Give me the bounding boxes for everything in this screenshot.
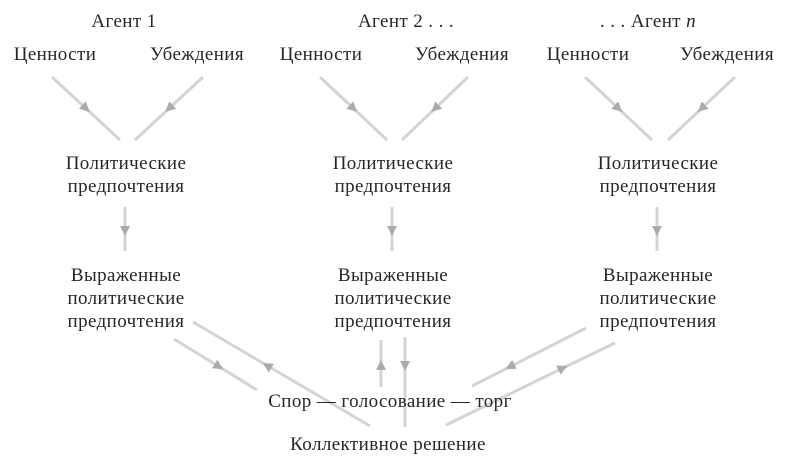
expressed-preferences-label-1: Выраженные политические предпочтения: [67, 265, 185, 332]
agent-title-1: Агент 1: [91, 11, 157, 32]
political-preferences-label-1: Политические предпочтения: [65, 153, 187, 197]
arrow-process-to-expressed3: [445, 341, 616, 427]
beliefs-label-3: Убеждения: [679, 44, 775, 65]
arrow-expressed1-to-process: [173, 337, 258, 392]
arrow-process-to-expressed1: [192, 320, 371, 428]
arrow-beliefs-to-preferences-2: [400, 75, 470, 142]
process-label: Спор — голосование — торг: [268, 391, 512, 412]
arrow-values-to-preferences-2: [318, 75, 389, 142]
expressed-preferences-label-2: Выраженные политические предпочтения: [334, 265, 452, 332]
values-label-1: Ценности: [13, 44, 97, 65]
beliefs-label-2: Убеждения: [414, 44, 510, 65]
values-label-3: Ценности: [546, 44, 630, 65]
political-preferences-label-3: Политические предпочтения: [597, 153, 719, 197]
outcome-label: Коллективное решение: [290, 434, 486, 455]
arrow-values-to-preferences-3: [583, 75, 654, 142]
beliefs-label-1: Убеждения: [149, 44, 245, 65]
agent-title-2: Агент 2 . . .: [357, 11, 455, 32]
arrow-beliefs-to-preferences-1: [133, 75, 205, 142]
agent-title-3-prefix: . . . Агент: [599, 11, 687, 32]
expressed-preferences-label-3: Выраженные политические предпочтения: [599, 265, 717, 332]
agent-title-3: . . . Агент n: [600, 10, 696, 33]
values-label-2: Ценности: [279, 44, 363, 65]
arrow-expressed3-to-process: [471, 326, 587, 388]
arrow-values-to-preferences-1: [50, 75, 122, 142]
arrow-beliefs-to-preferences-3: [666, 75, 737, 142]
agent-title-3-n: n: [686, 11, 697, 32]
political-preferences-label-2: Политические предпочтения: [332, 153, 454, 197]
